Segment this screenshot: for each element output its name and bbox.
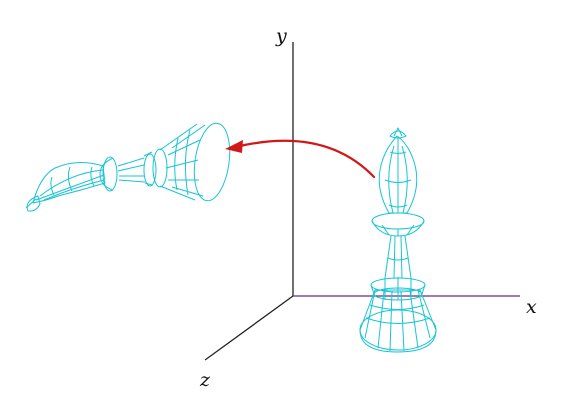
z-axis [204,295,294,361]
bishop-original-wireframe [359,127,437,353]
rotation-arrowhead [225,140,243,153]
z-axis-label: z [199,369,211,391]
coordinate-axes: y x z [199,25,537,391]
y-axis-label: y [275,25,287,47]
x-axis-label: x [526,296,537,318]
rotation-arrow [225,139,376,179]
rotation-arc [238,139,376,179]
bishop-rotated-wireframe [25,122,231,212]
